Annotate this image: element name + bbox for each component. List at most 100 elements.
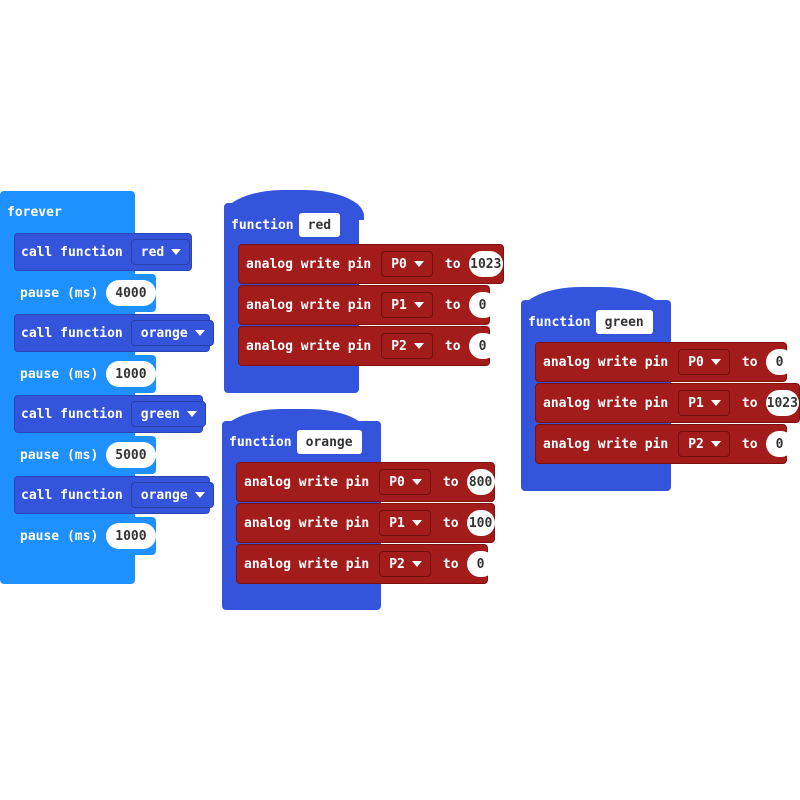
- to-label: to: [444, 256, 461, 272]
- analog-write-label: analog write pin: [543, 436, 669, 452]
- pin-dropdown[interactable]: P2: [381, 333, 433, 359]
- pin-dropdown-value: P1: [391, 297, 407, 313]
- value-input[interactable]: 0: [466, 551, 495, 577]
- chevron-down-icon: [186, 411, 197, 417]
- analog-write-label: analog write pin: [244, 515, 370, 531]
- value-input[interactable]: 800: [466, 469, 495, 495]
- function-keyword: function: [231, 217, 294, 233]
- pin-dropdown-value: P0: [391, 256, 407, 272]
- function-keyword: function: [528, 314, 591, 330]
- analog-write-block[interactable]: analog write pin P0 to 800: [236, 462, 495, 502]
- value-input[interactable]: 0: [765, 431, 794, 457]
- function-dropdown[interactable]: orange: [130, 482, 214, 508]
- function-keyword: function: [229, 434, 292, 450]
- function-dropdown-value: orange: [140, 487, 188, 503]
- call-function-block[interactable]: call function orange: [14, 476, 214, 514]
- call-function-block[interactable]: call function green: [14, 395, 206, 433]
- function-name-field[interactable]: green: [595, 310, 653, 334]
- analog-write-label: analog write pin: [246, 297, 372, 313]
- function-dropdown[interactable]: red: [130, 239, 191, 265]
- value-input[interactable]: 100: [466, 510, 495, 536]
- pin-dropdown[interactable]: P1: [678, 390, 730, 416]
- pause-block[interactable]: pause (ms) 4000: [14, 274, 156, 312]
- analog-write-label: analog write pin: [246, 256, 372, 272]
- value-input[interactable]: 1023: [765, 390, 799, 416]
- to-label: to: [442, 556, 459, 572]
- pause-block[interactable]: pause (ms) 5000: [14, 436, 156, 474]
- pin-dropdown[interactable]: P2: [678, 431, 730, 457]
- pin-dropdown-value: P0: [688, 354, 704, 370]
- call-function-label: call function: [21, 244, 123, 260]
- analog-write-block[interactable]: analog write pin P0 to 0: [535, 342, 794, 382]
- call-function-label: call function: [21, 487, 123, 503]
- function-name-field[interactable]: red: [298, 213, 341, 237]
- chevron-down-icon: [411, 561, 422, 567]
- value-input[interactable]: 0: [468, 333, 497, 359]
- function-dropdown[interactable]: orange: [130, 320, 214, 346]
- pin-dropdown[interactable]: P1: [381, 292, 433, 318]
- pause-value-input[interactable]: 4000: [106, 280, 156, 306]
- pin-dropdown-value: P1: [389, 515, 405, 531]
- to-label: to: [444, 297, 461, 313]
- chevron-down-icon: [413, 302, 424, 308]
- chevron-down-icon: [171, 249, 182, 255]
- pin-dropdown[interactable]: P0: [678, 349, 730, 375]
- value-input[interactable]: 0: [468, 292, 497, 318]
- pin-dropdown[interactable]: P2: [379, 551, 431, 577]
- analog-write-block[interactable]: analog write pin P0 to 1023: [238, 244, 504, 284]
- analog-write-label: analog write pin: [246, 338, 372, 354]
- to-label: to: [444, 338, 461, 354]
- pin-dropdown-value: P2: [389, 556, 405, 572]
- analog-write-block[interactable]: analog write pin P2 to 0: [236, 544, 495, 584]
- pause-label: pause (ms): [20, 447, 99, 463]
- pause-value-input[interactable]: 1000: [106, 523, 156, 549]
- pin-dropdown-value: P0: [389, 474, 405, 490]
- pause-value-input[interactable]: 5000: [106, 442, 156, 468]
- call-function-label: call function: [21, 325, 123, 341]
- call-function-block[interactable]: call function red: [14, 233, 192, 271]
- analog-write-block[interactable]: analog write pin P1 to 1023: [535, 383, 800, 423]
- forever-label: forever: [7, 205, 62, 220]
- chevron-down-icon: [194, 330, 205, 336]
- pause-label: pause (ms): [20, 528, 99, 544]
- analog-write-block[interactable]: analog write pin P2 to 0: [238, 326, 497, 366]
- pause-value-input[interactable]: 1000: [106, 361, 156, 387]
- function-dropdown-value: green: [140, 406, 180, 422]
- pin-dropdown[interactable]: P0: [379, 469, 431, 495]
- analog-write-label: analog write pin: [543, 354, 669, 370]
- value-input[interactable]: 1023: [468, 251, 503, 277]
- to-label: to: [741, 354, 758, 370]
- chevron-down-icon: [710, 400, 721, 406]
- pause-label: pause (ms): [20, 285, 99, 301]
- pin-dropdown-value: P2: [391, 338, 407, 354]
- chevron-down-icon: [413, 343, 424, 349]
- pin-dropdown-value: P1: [688, 395, 704, 411]
- pin-dropdown-value: P2: [688, 436, 704, 452]
- analog-write-block[interactable]: analog write pin P2 to 0: [535, 424, 794, 464]
- function-dropdown-value: red: [140, 244, 165, 260]
- chevron-down-icon: [710, 441, 721, 447]
- chevron-down-icon: [413, 261, 424, 267]
- pause-block[interactable]: pause (ms) 1000: [14, 355, 156, 393]
- function-dropdown[interactable]: green: [130, 401, 206, 427]
- to-label: to: [442, 515, 459, 531]
- value-input[interactable]: 0: [765, 349, 794, 375]
- call-function-label: call function: [21, 406, 123, 422]
- call-function-block[interactable]: call function orange: [14, 314, 214, 352]
- chevron-down-icon: [194, 492, 205, 498]
- function-name-field[interactable]: orange: [296, 430, 362, 454]
- analog-write-label: analog write pin: [543, 395, 669, 411]
- pause-block[interactable]: pause (ms) 1000: [14, 517, 156, 555]
- pin-dropdown[interactable]: P0: [381, 251, 433, 277]
- analog-write-block[interactable]: analog write pin P1 to 0: [238, 285, 497, 325]
- analog-write-label: analog write pin: [244, 556, 370, 572]
- pin-dropdown[interactable]: P1: [379, 510, 431, 536]
- chevron-down-icon: [411, 520, 422, 526]
- analog-write-block[interactable]: analog write pin P1 to 100: [236, 503, 495, 543]
- to-label: to: [741, 395, 758, 411]
- analog-write-label: analog write pin: [244, 474, 370, 490]
- chevron-down-icon: [411, 479, 422, 485]
- function-dropdown-value: orange: [140, 325, 188, 341]
- to-label: to: [442, 474, 459, 490]
- chevron-down-icon: [710, 359, 721, 365]
